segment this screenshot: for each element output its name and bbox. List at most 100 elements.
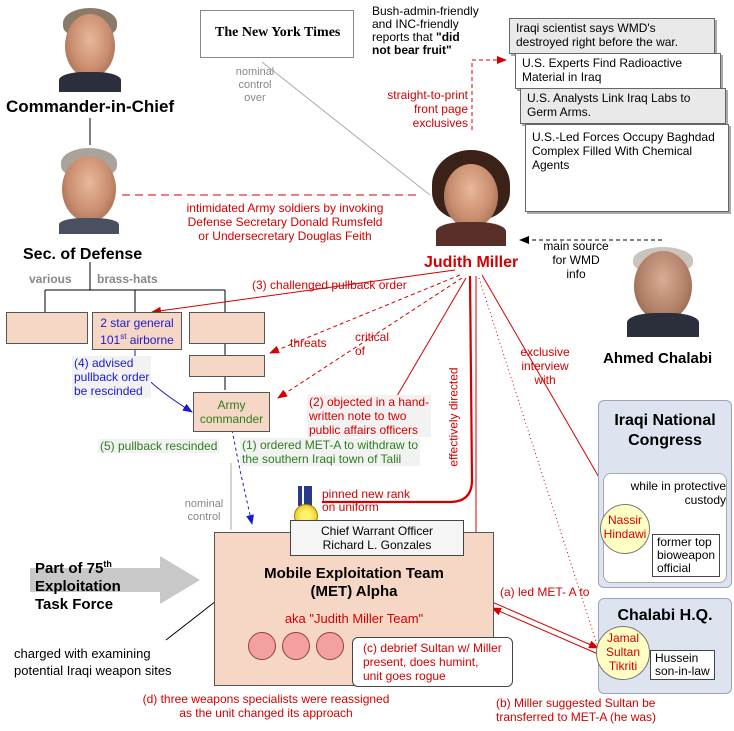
- cus-1: while in protective: [630, 479, 726, 493]
- adv-2: pullback order: [74, 370, 150, 384]
- bush-label: Commander-in-Chief: [6, 97, 175, 116]
- deb-3: unit goes rogue: [363, 669, 446, 683]
- int-2: Defense Secretary Donald Rumsfeld: [187, 215, 383, 229]
- ms-3: info: [566, 267, 586, 281]
- ch-1: charged with examining: [14, 646, 151, 661]
- challenged-label: (3) challenged pullback order: [252, 278, 407, 292]
- jd-1: Hussein: [655, 651, 699, 665]
- met-title: Mobile Exploitation Team (MET) Alpha: [215, 565, 493, 601]
- int-3: or Undersecretary Douglas Feith: [198, 229, 372, 243]
- met-title-1: Mobile Exploitation Team: [264, 565, 444, 582]
- headline-1: Iraqi scientist says WMD's destroyed rig…: [509, 18, 715, 54]
- stp-1: straight-to-print: [387, 88, 468, 102]
- int-1: intimidated Army soldiers by invoking: [186, 201, 384, 215]
- top-note: Bush-admin-friendly and INC-friendly rep…: [372, 5, 479, 57]
- led-met-label: (a) led MET- A to: [500, 585, 590, 599]
- nyt-logo-box: The New York Times: [200, 10, 354, 58]
- met-title-2: (MET) Alpha: [310, 583, 398, 600]
- main-source-label: main source for WMD info: [540, 239, 612, 281]
- cus-2: custody: [684, 493, 726, 507]
- two-star-101: 101: [100, 333, 121, 347]
- chalabi-label: Ahmed Chalabi: [603, 350, 713, 367]
- weapons-specialist-3: [316, 632, 344, 660]
- ms-b1: (b) Miller suggested Sultan be: [496, 696, 656, 710]
- pin-1: pinned new rank: [322, 487, 411, 501]
- met-aka: aka "Judith Miller Team": [284, 611, 424, 626]
- stp-2: front page: [413, 102, 468, 116]
- inc-title-1: Iraqi National: [614, 412, 716, 429]
- obj-1: (2) objected in a hand-: [309, 395, 430, 409]
- rumsfeld-photo: [55, 148, 123, 234]
- nominal-control-over-label: nominal control over: [228, 66, 282, 105]
- critical-1: critical: [355, 330, 390, 344]
- ei-2: interview: [521, 359, 569, 373]
- nco-1: nominal: [235, 66, 275, 78]
- threats-label: threats: [290, 336, 327, 350]
- nc-1: nominal: [184, 498, 224, 510]
- critical-2: of: [355, 344, 366, 358]
- ms-2: for WMD: [552, 253, 600, 267]
- ms-1: main source: [543, 239, 609, 253]
- nominal-control-label: nominal control: [180, 498, 228, 524]
- chalabi-photo: [625, 245, 701, 337]
- org-box-left: [6, 312, 88, 344]
- two-star-general-box: 2 star general 101st airborne: [92, 312, 182, 350]
- miller-label: Judith Miller: [424, 254, 519, 271]
- po-sup: th: [103, 559, 112, 569]
- ord-2: the southern Iraqi town of Talil: [242, 452, 402, 466]
- nyt-logo: The New York Times: [215, 25, 341, 40]
- two-star-line1: 2 star general: [100, 316, 174, 330]
- nd-2: bioweapon: [657, 548, 716, 562]
- headline-2: U.S. Experts Find Radioactive Material i…: [515, 53, 721, 89]
- brass-various: various: [29, 272, 72, 286]
- inc-title: Iraqi National Congress: [599, 411, 731, 451]
- adv-1: (4) advised: [74, 356, 134, 370]
- jamal-3: Tikriti: [608, 659, 638, 673]
- cwo-2: Richard L. Gonzales: [322, 538, 432, 552]
- rea-2: as the unit changed its approach: [179, 706, 353, 720]
- top-note-3b: "did: [436, 30, 460, 44]
- critical-of-label: critical of: [355, 330, 389, 358]
- nassir-hindawi-circle: Nassir Hindawi: [600, 504, 650, 554]
- army-commander-2: commander: [199, 412, 264, 426]
- rumsfeld-label: Sec. of Defense: [23, 246, 143, 263]
- reassigned-label: (d) three weapons specialists were reass…: [136, 692, 396, 720]
- nco-2: control: [238, 79, 272, 91]
- bush-photo: [57, 8, 123, 92]
- chief-warrant-officer-box: Chief Warrant Officer Richard L. Gonzale…: [290, 520, 464, 556]
- nd-1: former top: [657, 535, 712, 549]
- army-commander-1: Army: [217, 398, 246, 412]
- pin-2: on uniform: [322, 500, 379, 514]
- rescinded-label: (5) pullback rescinded: [98, 439, 220, 453]
- ei-1: exclusive: [520, 345, 570, 359]
- top-note-3: reports that: [372, 30, 437, 44]
- nd-3: official: [657, 561, 691, 575]
- straight-to-print-label: straight-to-print front page exclusives: [378, 88, 468, 130]
- charged-label: charged with examining potential Iraqi w…: [14, 645, 172, 679]
- two-star-airborne: airborne: [126, 333, 174, 347]
- nc-2: control: [187, 511, 221, 523]
- headline-4: U.S.-Led Forces Occupy Baghdad Complex F…: [525, 124, 729, 212]
- rea-1: (d) three weapons specialists were reass…: [142, 692, 390, 706]
- two-star-st: st: [120, 332, 127, 341]
- headline-3: U.S. Analysts Link Iraq Labs to Germ Arm…: [520, 88, 726, 124]
- nco-3: over: [244, 92, 266, 104]
- intimidated-label: intimidated Army soldiers by invoking De…: [160, 201, 410, 243]
- org-box-mid: [189, 355, 265, 377]
- army-commander-box: Army commander: [193, 392, 270, 432]
- deb-2: present, does humint,: [363, 655, 479, 669]
- stp-3: exclusives: [412, 116, 468, 130]
- obj-3: public affairs officers: [309, 423, 418, 437]
- inc-title-2: Congress: [628, 432, 702, 449]
- ord-1: (1) ordered MET-A to withdraw to: [242, 438, 419, 452]
- nassir-2: Hindawi: [603, 527, 647, 541]
- cwo-1: Chief Warrant Officer: [320, 524, 434, 538]
- hq-title: Chalabi H.Q.: [617, 607, 713, 624]
- ch-2: potential Iraqi weapon sites: [14, 663, 172, 678]
- adv-3: be rescinded: [74, 384, 143, 398]
- pinned-label: pinned new rank on uniform: [322, 488, 410, 514]
- po-1: Part of 75: [35, 560, 104, 577]
- jamal-sultan-tikriti-circle: Jamal Sultan Tikriti: [596, 626, 650, 680]
- org-box-right: [189, 312, 265, 344]
